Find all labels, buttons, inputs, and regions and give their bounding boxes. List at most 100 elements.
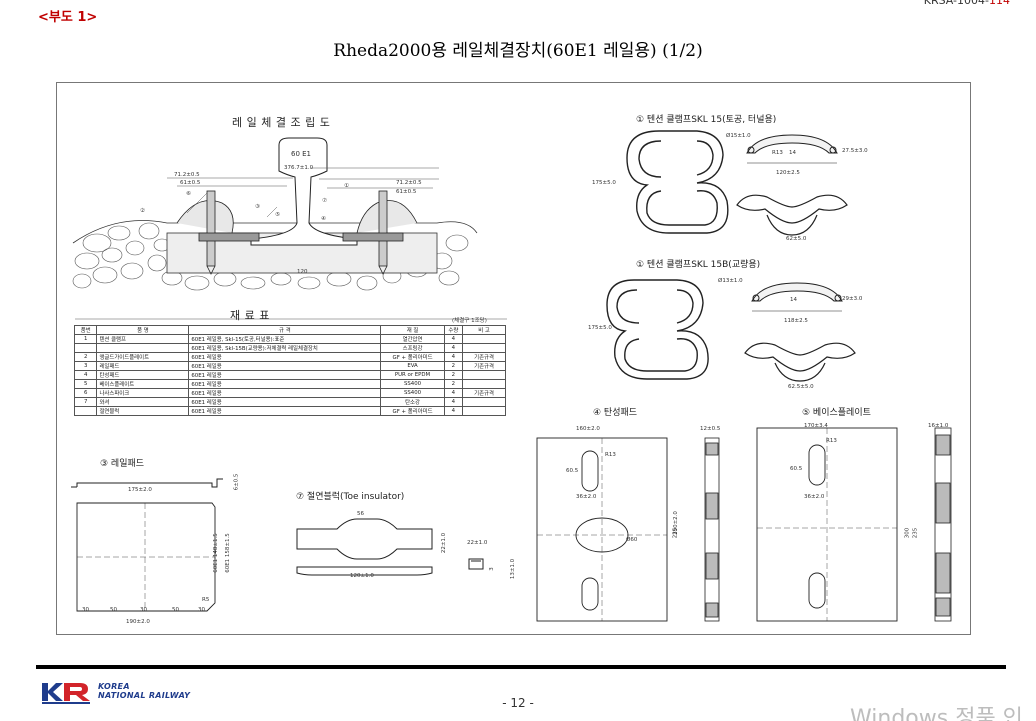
clamp15-dim-front: 62±5.0: [786, 236, 807, 242]
assembly-dimension-lines: [167, 167, 439, 218]
material-table-header: 품번 품 명 규 격 재 질 수량 비 고: [73, 325, 506, 335]
table-cell-qty: 4: [443, 352, 464, 362]
material-table-title: 재 료 표: [230, 309, 270, 322]
table-cell-name: 와셔: [96, 397, 190, 407]
col-no: 품번: [73, 325, 98, 335]
rpad-dim-width: 175±2.0: [128, 487, 152, 493]
table-cell-spec: 60E1 레일용: [188, 388, 382, 398]
table-cell-spec: 60E1 레일용: [188, 397, 382, 407]
table-cell-no: 3: [73, 361, 98, 371]
rpad-dim-30b: 30: [140, 607, 147, 613]
callout-1: ①: [344, 183, 349, 189]
drawing-linework: [71, 130, 952, 622]
table-cell-qty: 4: [443, 388, 464, 398]
table-cell-note: [462, 370, 506, 380]
callout-6: ⑥: [186, 191, 191, 197]
clamp15b-dim-front: 62.5±5.0: [788, 384, 814, 390]
table-cell-qty: 4: [443, 334, 464, 344]
base-plate-plan: [756, 427, 898, 622]
epad-dim-235: 235: [672, 527, 679, 539]
table-cell-qty: 2: [443, 361, 464, 371]
clamp15b-dim-width: 118±2.5: [784, 318, 808, 324]
clamp15b-dim-height: 29±3.0: [842, 296, 863, 302]
table-cell-note: 기존규격: [462, 361, 506, 371]
windows-activation-watermark: Windows 정품 인: [850, 706, 1023, 721]
clamp-skl15-front: [736, 194, 848, 236]
table-cell-qty: 4: [443, 406, 464, 416]
table-cell-no: 5: [73, 379, 98, 389]
table-cell-name: 앵글드가이드플레이트: [96, 352, 190, 362]
table-cell-spec: 60E1 레일용, Skl-15B(교량용):저체결력 레일체결장치: [188, 343, 382, 353]
rpad-dim-r5: R5: [202, 597, 210, 603]
table-cell-qty: 2: [443, 379, 464, 389]
base-plate-section: [934, 427, 952, 622]
epad-dim-width: 160±2.0: [576, 426, 600, 432]
rpad-dim-50a: 50: [110, 607, 117, 613]
rpad-dim-158: 60E1 158±1.5: [224, 533, 231, 573]
rpad-dim-30c: 30: [198, 607, 205, 613]
table-cell-qty: 2: [443, 370, 464, 380]
table-cell-name: 레일패드: [96, 361, 190, 371]
table-cell-material: SS400: [380, 379, 445, 389]
table-cell-spec: 60E1 레일용: [188, 406, 382, 416]
kr-logo: KOREA NATIONAL RAILWAY: [40, 679, 200, 705]
toe-insulator-title: ⑦ 절연블럭(Toe insulator): [296, 492, 405, 502]
dim-right-inner: 61±0.5: [396, 189, 417, 195]
clamp15b-dim-dia: Ø13±1.0: [718, 278, 743, 284]
table-cell-no: [73, 406, 98, 416]
material-table-note: (체결구 1조당): [452, 318, 487, 324]
clamp15-dim-r: R13: [772, 150, 783, 156]
table-cell-spec: 60E1 레일용: [188, 352, 382, 362]
footer-rule: [36, 665, 1006, 669]
table-cell-name: 절연블럭: [96, 406, 190, 416]
annex-label: <부도 1>: [38, 10, 98, 25]
col-spec: 규 격: [188, 325, 382, 335]
callout-5: ⑤: [275, 212, 280, 218]
clamp15-dim-width: 120±2.5: [776, 170, 800, 176]
callout-4: ④: [321, 216, 326, 222]
callout-2: ②: [140, 208, 145, 214]
table-cell-note: 기존규격: [462, 352, 506, 362]
rpad-dim-148: 60E1 148±1.5: [212, 533, 219, 573]
table-cell-material: 스프링강: [380, 343, 445, 353]
right-fastening: [342, 190, 418, 275]
toe-insulator-side: [296, 566, 433, 576]
col-qty: 수량: [443, 325, 464, 335]
rail-pad-title: ③ 레일패드: [100, 459, 145, 469]
clamp15-dim-14: 14: [789, 150, 796, 156]
callout-3: ③: [255, 204, 260, 210]
logo-line-1: KOREA: [98, 682, 130, 691]
table-cell-material: GF + 폴리아미드: [380, 352, 445, 362]
clamp-skl15b-title: ① 텐션 클램프SKL 15B(교량용): [636, 260, 761, 270]
epad-dim-slot: 36±2.0: [576, 494, 597, 500]
kr-logo-mark: [42, 683, 90, 704]
rpad-dim-50b: 50: [172, 607, 179, 613]
dim-left-inner: 61±0.5: [180, 180, 201, 186]
elastic-pad-plan: [536, 437, 668, 622]
clamp-skl15-title: ① 텐션 클램프SKL 15(토공, 터널용): [636, 115, 777, 125]
bplate-dim-slot: 36±2.0: [804, 494, 825, 500]
elastic-pad-title: ④ 탄성패드: [593, 408, 638, 418]
toe-dim-length: 120±1.0: [350, 573, 374, 579]
table-cell-material: EVA: [380, 361, 445, 371]
col-name: 품 명: [96, 325, 190, 335]
toe-insulator-end: [468, 558, 484, 570]
page-title: Rheda2000용 레일체결장치(60E1 레일용) (1/2): [333, 41, 703, 61]
col-note: 비 고: [462, 325, 506, 335]
rail-pad-section: [71, 478, 223, 488]
table-cell-note: [462, 397, 506, 407]
toe-dim-13: 13±1.0: [510, 558, 517, 580]
table-cell-no: 6: [73, 388, 98, 398]
table-cell-note: [462, 343, 506, 353]
table-cell-name: [96, 343, 190, 353]
epad-dim-hole: Ø60: [626, 537, 638, 543]
clamp-skl15b-top: [751, 282, 843, 312]
table-cell-material: GF + 폴리아미드: [380, 406, 445, 416]
document-id: KRSA-1004-114: [924, 0, 1010, 7]
clamp15-dim-length: 175±5.0: [592, 180, 616, 186]
